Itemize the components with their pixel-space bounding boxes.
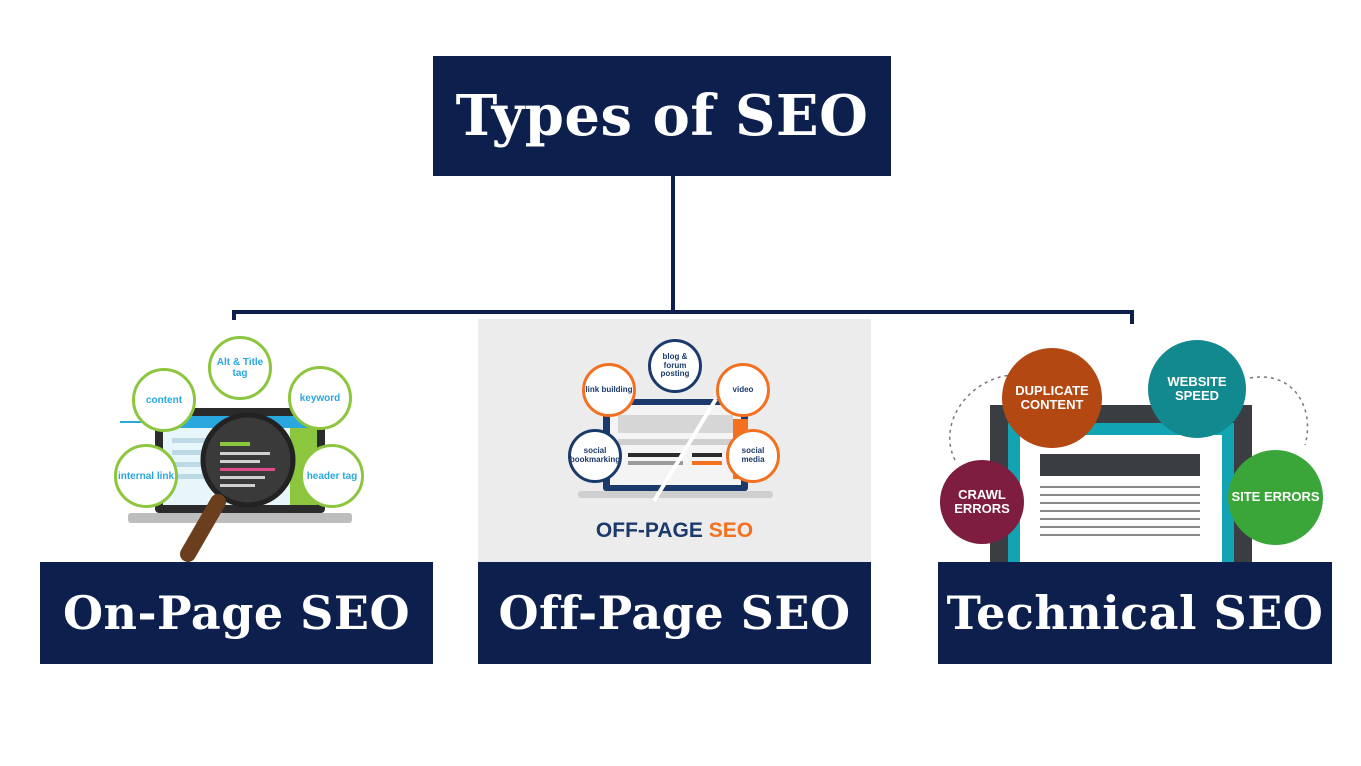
bubble-website-speed: WEBSITE SPEED bbox=[1148, 340, 1246, 438]
bubble-internal-link: internal link bbox=[114, 444, 178, 508]
node-technical-label: Technical SEO bbox=[946, 586, 1324, 640]
bubble-blog-forum-posting: blog & forum posting bbox=[648, 339, 702, 393]
node-offpage-label: Off-Page SEO bbox=[498, 586, 851, 640]
bubble-link-building: link building bbox=[582, 363, 636, 417]
node-onpage-label: On-Page SEO bbox=[62, 586, 411, 640]
onpage-illustration: content Alt & Title tag keyword internal… bbox=[100, 330, 380, 562]
offpage-caption-main: OFF-PAGE bbox=[595, 519, 703, 542]
technical-illustration: DUPLICATE CONTENT WEBSITE SPEED CRAWL ER… bbox=[935, 330, 1335, 562]
connector-left-drop bbox=[232, 310, 236, 320]
node-offpage-seo: Off-Page SEO bbox=[478, 562, 871, 664]
offpage-illustration: blog & forum posting link building video… bbox=[478, 319, 871, 562]
bubble-keyword: keyword bbox=[288, 366, 352, 430]
root-node: Types of SEO bbox=[433, 56, 891, 176]
bubble-social-media: social media bbox=[726, 429, 780, 483]
connector-bar bbox=[232, 310, 1134, 314]
offpage-caption: OFF-PAGE SEO bbox=[478, 519, 871, 543]
laptop-magnifier-icon bbox=[120, 408, 352, 562]
connector-right-drop bbox=[1130, 310, 1134, 324]
offpage-caption-accent: SEO bbox=[708, 519, 754, 542]
bubble-social-bookmarking: social bookmarking bbox=[568, 429, 622, 483]
node-technical-seo: Technical SEO bbox=[938, 562, 1332, 664]
root-label: Types of SEO bbox=[455, 83, 869, 149]
bubble-duplicate-content: DUPLICATE CONTENT bbox=[1002, 348, 1102, 448]
bubble-header-tag: header tag bbox=[300, 444, 364, 508]
connector-stem bbox=[671, 176, 675, 312]
bubble-video: video bbox=[716, 363, 770, 417]
bubble-crawl-errors: CRAWL ERRORS bbox=[940, 460, 1024, 544]
node-onpage-seo: On-Page SEO bbox=[40, 562, 433, 664]
bubble-content: content bbox=[132, 368, 196, 432]
bubble-site-errors: SITE ERRORS bbox=[1228, 450, 1323, 545]
bubble-alt-title-tag: Alt & Title tag bbox=[208, 336, 272, 400]
